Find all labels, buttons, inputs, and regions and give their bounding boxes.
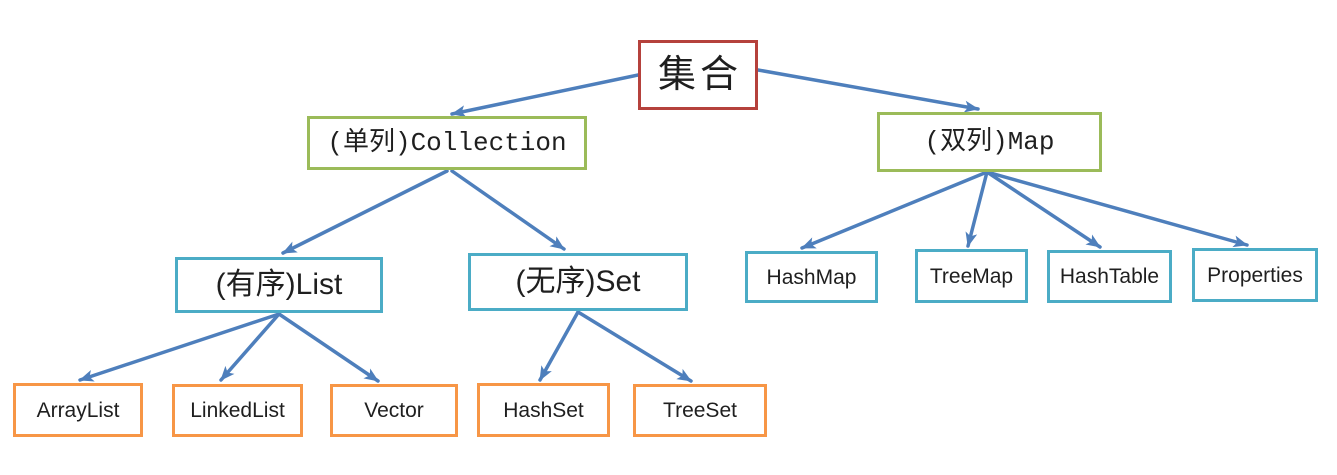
node-arraylist: ArrayList: [13, 383, 143, 437]
node-treeset: TreeSet: [633, 384, 767, 437]
edges-group: [78, 68, 1249, 383]
edge-map-to-hashmap: [800, 170, 989, 250]
edge-map-to-properties: [985, 170, 1249, 248]
node-hashset: HashSet: [477, 383, 610, 437]
edge-jihe-to-map: [756, 68, 980, 113]
node-collection: (单列)Collection: [307, 116, 587, 170]
node-list: (有序)List: [175, 257, 383, 313]
edge-map-to-hashtable: [985, 170, 1102, 249]
edge-map-to-treemap: [965, 170, 989, 248]
edge-jihe-to-collection: [450, 73, 640, 118]
edge-set-to-hashset: [538, 310, 580, 382]
node-vector: Vector: [330, 384, 458, 437]
node-set: (无序)Set: [468, 253, 688, 311]
edge-collection-to-set: [450, 169, 566, 251]
node-treemap: TreeMap: [915, 249, 1028, 303]
node-jihe: 集合: [638, 40, 758, 110]
node-properties: Properties: [1192, 248, 1318, 302]
edge-list-to-arraylist: [78, 312, 281, 382]
edge-list-to-vector: [277, 312, 380, 383]
node-hashtable: HashTable: [1047, 250, 1172, 303]
node-map: (双列)Map: [877, 112, 1102, 172]
edge-collection-to-list: [281, 169, 449, 255]
edge-set-to-treeset: [576, 310, 693, 383]
node-hashmap: HashMap: [745, 251, 878, 303]
edge-list-to-linkedlist: [219, 312, 281, 382]
node-linkedlist: LinkedList: [172, 384, 303, 437]
